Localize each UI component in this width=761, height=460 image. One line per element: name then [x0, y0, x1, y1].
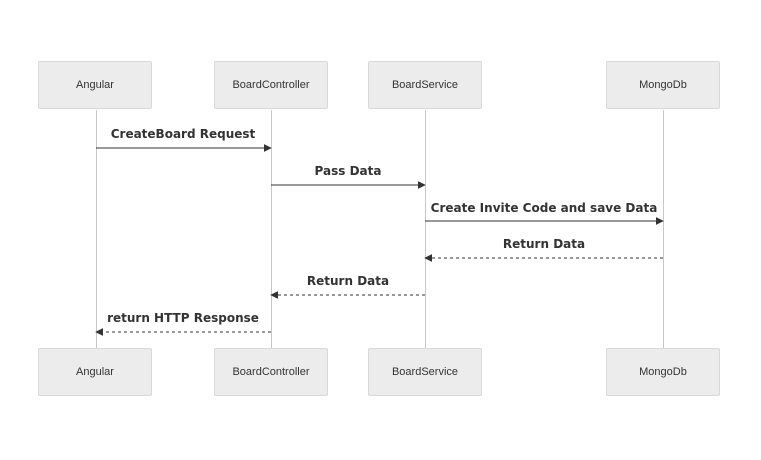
actor-boardservice-bottom: BoardService	[368, 348, 482, 396]
message-label-return-data-mongodb: Return Data	[503, 237, 585, 251]
actor-mongodb-bottom: MongoDb	[606, 348, 720, 396]
lifeline-boardservice	[425, 110, 426, 348]
lifeline-mongodb	[663, 110, 664, 348]
message-label-return-http-response: return HTTP Response	[107, 311, 259, 325]
actor-mongodb-top: MongoDb	[606, 61, 720, 109]
message-label-return-data-service: Return Data	[307, 274, 389, 288]
message-label-pass-data: Pass Data	[315, 164, 382, 178]
actor-boardcontroller-bottom: BoardController	[214, 348, 328, 396]
actor-boardservice-top: BoardService	[368, 61, 482, 109]
message-label-createboard-request: CreateBoard Request	[111, 127, 256, 141]
lifeline-angular	[96, 110, 97, 348]
actor-angular-bottom: Angular	[38, 348, 152, 396]
actor-angular-top: Angular	[38, 61, 152, 109]
actor-boardcontroller-top: BoardController	[214, 61, 328, 109]
message-label-create-invite-code: Create Invite Code and save Data	[431, 201, 658, 215]
lifeline-boardcontroller	[271, 110, 272, 348]
